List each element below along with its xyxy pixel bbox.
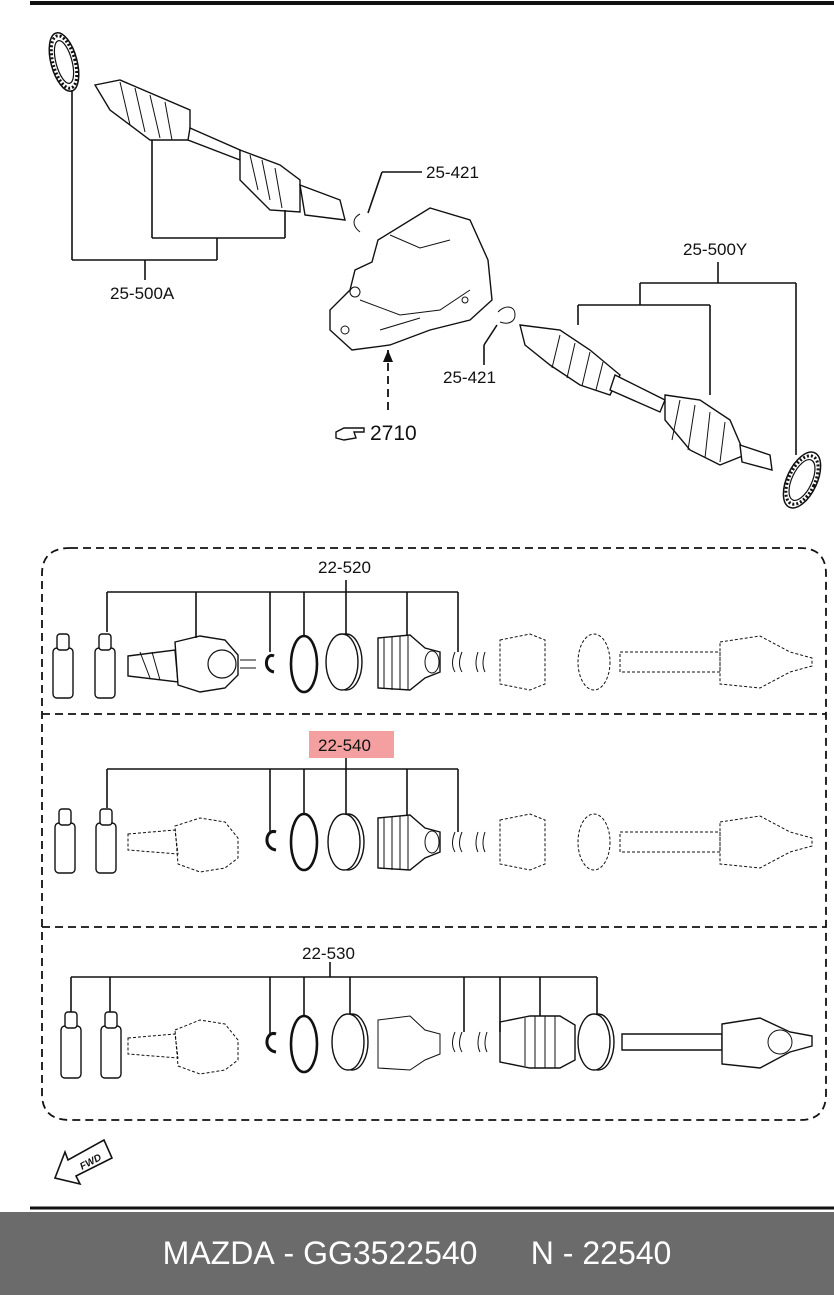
label-25-500Y: 25-500Y xyxy=(683,240,747,259)
fwd-arrow-icon: FWD xyxy=(53,1138,114,1186)
label-2710: 2710 xyxy=(370,422,417,445)
kit-22-540 xyxy=(54,808,813,874)
right-drive-shaft xyxy=(519,324,822,509)
footer-brand: MAZDA xyxy=(162,1235,275,1271)
kits-frame xyxy=(41,547,827,1121)
label-25-421-upper: 25-421 xyxy=(426,163,479,182)
footer-ref: N - 22540 xyxy=(530,1235,672,1271)
clip-upper xyxy=(353,213,361,233)
label-25-421-lower: 25-421 xyxy=(443,368,496,387)
clip-lower xyxy=(497,306,516,324)
footer-part-number: GG3522540 xyxy=(303,1235,478,1271)
kit-22-530 xyxy=(60,1011,813,1079)
highlight-22-540 xyxy=(309,731,394,758)
pointing-hand-icon xyxy=(335,427,365,441)
footer-bar: MAZDA - GG3522540 N - 22540 xyxy=(0,1212,834,1295)
label-25-500A: 25-500A xyxy=(110,284,175,303)
label-22-530: 22-530 xyxy=(302,944,355,963)
differential-housing xyxy=(329,207,493,351)
kit-22-520 xyxy=(52,633,813,699)
parts-diagram: 25-500A 25-421 2710 25-421 25-500Y xyxy=(30,1,834,1210)
left-drive-shaft xyxy=(48,32,346,221)
label-22-540: 22-540 xyxy=(318,736,371,755)
label-22-520: 22-520 xyxy=(318,558,371,577)
